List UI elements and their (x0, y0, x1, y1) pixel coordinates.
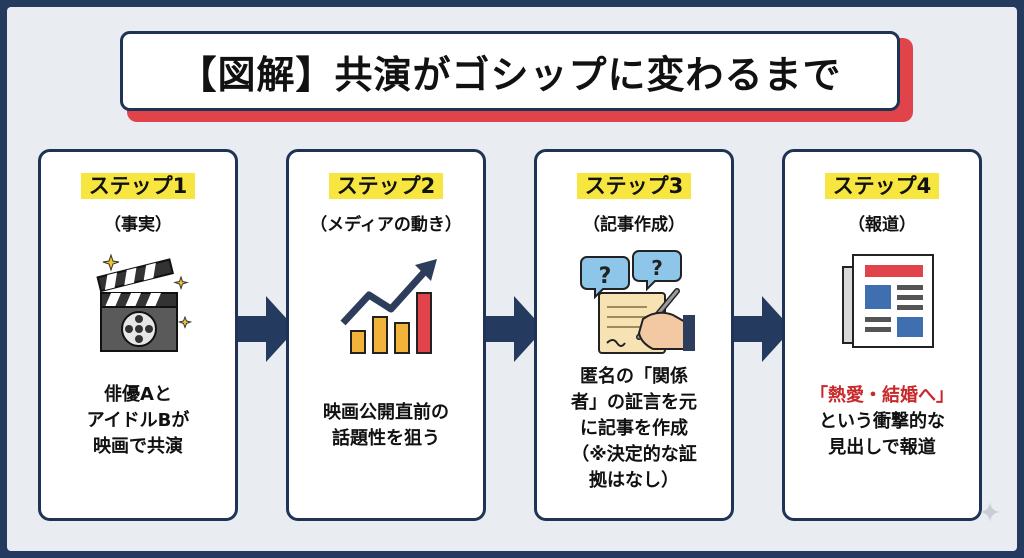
step-subtitle: （事実） (104, 215, 172, 235)
rising-chart-icon (340, 259, 437, 354)
step-description: 匿名の「関係 者」の証言を元 に記事を作成 （※決定的な証 拠はなし） (571, 366, 697, 491)
step-subtitle: （記事作成） (583, 215, 685, 235)
title-box: 【図解】共演がゴシップに変わるまで (120, 31, 900, 111)
svg-text:?: ? (651, 256, 663, 280)
diagram-title: 【図解】共演がゴシップに変わるまで (178, 52, 842, 97)
arrow-right-icon (486, 296, 544, 362)
arrow-right-icon (238, 296, 296, 362)
headline-text: 「熱愛・結婚へ」 (810, 385, 954, 406)
writing-hand-icon: ? ? (580, 250, 695, 354)
svg-text:?: ? (599, 264, 612, 289)
step-label: ステップ3 (576, 173, 692, 199)
clapperboard-icon (96, 253, 193, 352)
step-label: ステップ4 (824, 173, 940, 199)
step-description: 「熱愛・結婚へ」 という衝撃的な 見出しで報道 (793, 383, 971, 461)
step-label: ステップ1 (80, 173, 196, 199)
step-card-4: ステップ4 （報道） 「熱愛・結婚へ」 という衝撃的な 見出しで報道 (782, 149, 982, 521)
step-card-3: ステップ3 （記事作成） ? ? 匿名の「関係 者」の証言を元 に記事を作成 （… (534, 149, 734, 521)
arrow-right-icon (734, 296, 792, 362)
step-subtitle: （報道） (848, 215, 916, 235)
step-card-1: ステップ1 （事実） 俳優Aと アイドルBが 映画で共演 (38, 149, 238, 521)
step-description: 俳優Aと アイドルBが 映画で共演 (86, 384, 190, 457)
step-subtitle: （メディアの動き） (310, 215, 462, 235)
step-card-2: ステップ2 （メディアの動き） 映画公開直前の 話題性を狙う (286, 149, 486, 521)
step-description: 映画公開直前の 話題性を狙う (323, 402, 449, 449)
newspaper-icon (842, 254, 934, 348)
step-label: ステップ2 (328, 173, 444, 199)
sparkle-icon (980, 502, 1000, 522)
